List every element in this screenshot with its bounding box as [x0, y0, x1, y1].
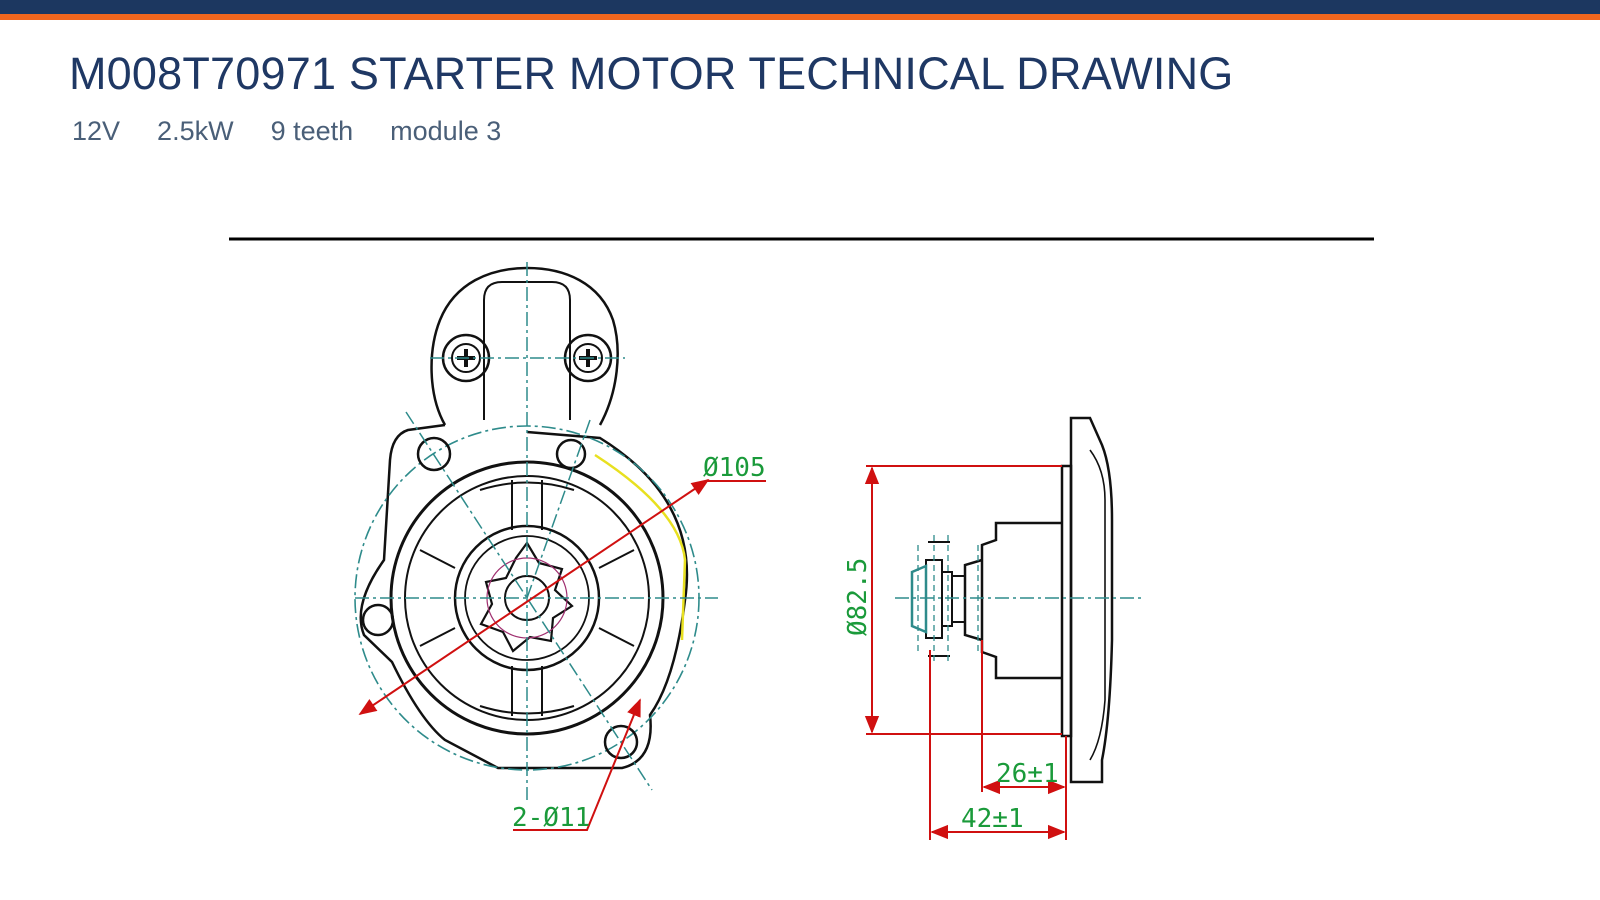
- pinion-offset-label: 26±1: [996, 759, 1059, 789]
- spec-module: module 3: [390, 116, 502, 146]
- side-pinion-hidden-lines: [917, 535, 979, 663]
- spec-teeth: 9 teeth: [270, 116, 354, 146]
- spec-power: 2.5kW: [157, 116, 234, 146]
- page-title: M008T70971 STARTER MOTOR TECHNICAL DRAWI…: [69, 48, 1234, 99]
- mount-hole-left: [361, 603, 395, 637]
- flange-diameter-dimension: [864, 465, 1062, 735]
- brand-top-bar: [0, 0, 1600, 14]
- mount-circle-dimension-label: Ø105: [703, 453, 766, 483]
- spec-voltage: 12V: [72, 116, 121, 146]
- mount-holes-dimension-label: 2-Ø11: [512, 803, 590, 833]
- side-view: [864, 416, 1145, 840]
- flange-diameter-label: Ø82.5: [843, 558, 873, 636]
- pinion-length-label: 42±1: [961, 804, 1024, 834]
- spec-list: 12V 2.5kW 9 teeth module 3: [72, 116, 501, 147]
- side-pinion: [925, 541, 966, 657]
- front-view: [354, 262, 766, 831]
- mount-circle-diameter-line: [358, 478, 710, 716]
- side-flange-face: [1060, 464, 1073, 738]
- side-flange-contour: [1089, 449, 1106, 761]
- pinion-length-dimension: [929, 650, 1066, 840]
- side-nose-step: [963, 558, 983, 642]
- pinion-offset-dimension: [981, 640, 1067, 840]
- side-flange-outline: [1069, 416, 1114, 784]
- side-pinion-face: [910, 564, 928, 634]
- mount-hole-top-left: [416, 436, 452, 472]
- brand-accent-bar: [0, 14, 1600, 20]
- mount-holes-leader: [513, 698, 641, 831]
- side-nose-body: [980, 521, 1062, 680]
- mount-hole-bottom-right: [603, 724, 639, 760]
